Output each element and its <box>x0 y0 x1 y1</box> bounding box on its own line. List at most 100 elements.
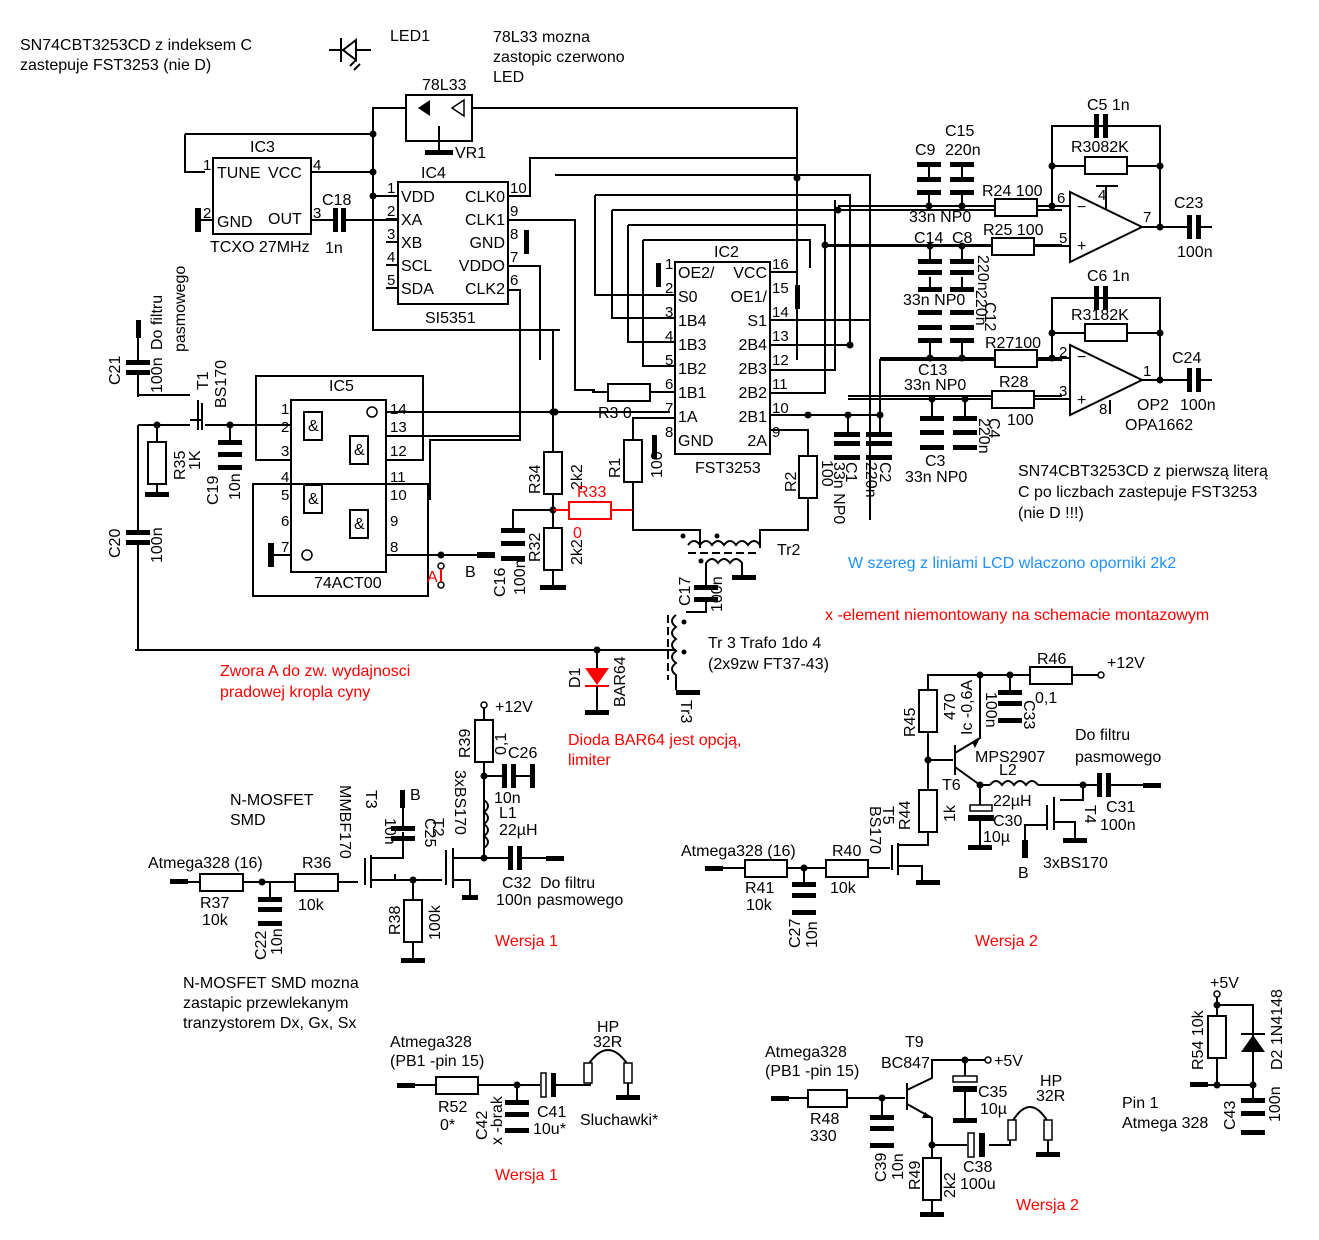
r31-label: R3182K <box>1071 307 1129 324</box>
capacitor-c15: C15 220n <box>945 123 981 210</box>
v1-atmega-label: Atmega328 (16) <box>148 855 263 872</box>
resistor-r41: R41 10k <box>744 859 788 914</box>
r40-ref: R40 <box>832 843 861 860</box>
r38-value: 100k <box>427 904 444 940</box>
r45-value: 470 <box>942 693 959 720</box>
headphone-hp2: HP 32R <box>1007 1073 1065 1157</box>
c26-value: 10n <box>494 790 521 807</box>
ic3-pin4: 4 <box>313 157 321 174</box>
capacitor-c38: C38 100u <box>932 1132 1011 1193</box>
r3-ref: R3 0 <box>598 405 632 422</box>
resistor-r45: R45 470 Ic -0,6A <box>902 680 976 760</box>
ic2-pin-label: 2B2 <box>739 385 768 402</box>
sluchawki-label: Sluchawki* <box>580 1112 658 1129</box>
capacitor-c4: C4 220n <box>953 395 1002 454</box>
c13-ref: C13 <box>918 362 947 379</box>
opamp-a-pin4: 4 <box>1098 187 1106 204</box>
note-diode-2: limiter <box>568 752 611 769</box>
ic2-pin-number: 9 <box>772 424 780 441</box>
ic2-pin-label: 2A <box>747 433 767 450</box>
ic2-pin-label: OE2/ <box>678 265 715 282</box>
ic5-pin-number: 10 <box>390 487 407 504</box>
ic4-pin-label: XB <box>401 235 422 252</box>
ic2-pin-label: 1B3 <box>678 337 707 354</box>
ic2-pin-label: 2B3 <box>739 361 768 378</box>
nand-gate-symbol: & <box>308 418 319 435</box>
capacitor-c35: C35 10µ <box>952 1060 1007 1123</box>
ic2-pin-label: OE1/ <box>731 289 768 306</box>
c6-label: C6 1n <box>1087 268 1130 285</box>
capacitor-c1: C1 33n NP0 <box>830 415 860 524</box>
r48-value: 330 <box>810 1128 837 1145</box>
note-diode-1: Dioda BAR64 jest opcją, <box>568 732 741 749</box>
do-filtru-v2: Do filtru <box>1075 727 1130 744</box>
capacitor-c3: C3 33n NP0 <box>905 395 967 486</box>
hp1-value: 32R <box>593 1034 622 1051</box>
c33-ref: C33 <box>1020 700 1037 729</box>
capacitor-c23: C23 100n <box>1174 195 1213 261</box>
c25-value: 10n <box>381 818 398 845</box>
ic4-pin-label: CLK2 <box>465 281 505 298</box>
r27-ref: R27100 <box>985 335 1041 352</box>
capacitor-c20: C20 100n <box>107 527 166 563</box>
capacitor-c31: C31 100n <box>1083 773 1161 834</box>
vr1-name: 78L33 <box>422 77 467 94</box>
ic3-pin-tune: TUNE <box>217 165 261 182</box>
c8-value: 220n <box>974 255 991 291</box>
t9-value: BC847 <box>881 1055 930 1072</box>
headphone-hp1: HP 32R Sluchawki* <box>580 1019 658 1129</box>
c24-value: 100n <box>1180 397 1216 414</box>
note-lcd: W szereg z liniami LCD wlaczono oporniki… <box>848 555 1176 572</box>
c17-value: 100n <box>709 576 726 612</box>
resistor-r46: R46 0,1 +12V <box>1029 651 1145 707</box>
resistor-r25: R25 100 <box>825 222 1070 256</box>
capacitor-c16: C16 100n <box>492 509 553 597</box>
mosfet-t1: T1 BS170 <box>138 360 291 430</box>
r40-value: 10k <box>830 880 857 897</box>
ic5-pin-number: 3 <box>281 443 289 460</box>
d1-value: BAR64 <box>612 656 629 707</box>
c21-value: 100n <box>149 357 166 393</box>
note-nmos-2: SMD <box>230 812 266 829</box>
t2-ref: T2 <box>429 818 446 837</box>
capacitor-c18: C18 1n <box>311 192 398 257</box>
r32-ref: R32 <box>527 533 544 562</box>
ic4-pin-label: VDDO <box>459 258 505 275</box>
r2-value: 100 <box>818 460 835 487</box>
opamp-b-minus: − <box>1077 349 1086 366</box>
r1-ref: R1 <box>607 457 624 478</box>
ic3-pin-out: OUT <box>268 211 302 228</box>
c38-ref: C38 <box>963 1159 992 1176</box>
ic4-pin-label: SDA <box>401 281 434 298</box>
c17-ref: C17 <box>677 577 694 606</box>
ic4-pin-label: SCL <box>401 258 432 275</box>
t6-value: MPS2907 <box>975 749 1045 766</box>
d1-ref: D1 <box>567 667 584 688</box>
c32-value: 100n <box>496 892 532 909</box>
note-right-3: (nie D !!!) <box>1018 505 1084 522</box>
r33-ref: R33 <box>577 484 606 501</box>
resistor-r49: R49 2k2 <box>907 1145 959 1217</box>
capacitor-c42: C42 x -brak <box>474 1085 529 1145</box>
ic2-pin-number: 10 <box>772 400 789 417</box>
c24-ref: C24 <box>1172 350 1201 367</box>
pin1-label-1: Pin 1 <box>1122 1095 1159 1112</box>
c35-value: 10µ <box>980 1101 1007 1118</box>
note-tr3-1: Tr 3 Trafo 1do 4 <box>708 635 821 652</box>
ic4-pin-number: 6 <box>510 272 518 289</box>
c3-ref: C3 <box>925 453 946 470</box>
opamp-b: − + 2 3 1 8 C6 1n R3182K OP2 OPA1662 <box>1048 268 1193 434</box>
diode-d1: D1 BAR64 <box>567 650 629 715</box>
resistor-r39: R39 0,1 <box>457 719 510 763</box>
l1-value: 22µH <box>499 822 538 839</box>
ic5-pin-number: 6 <box>281 513 289 530</box>
capacitor-c21: C21 100n Do filtru pasmowego <box>107 266 189 397</box>
b-label-2: B <box>410 787 421 804</box>
ic2-pin-label: GND <box>678 433 714 450</box>
resistor-r24: R24 100 <box>838 183 1052 217</box>
opamp-b-pin3: 3 <box>1059 383 1067 400</box>
c20-ref: C20 <box>107 529 124 558</box>
